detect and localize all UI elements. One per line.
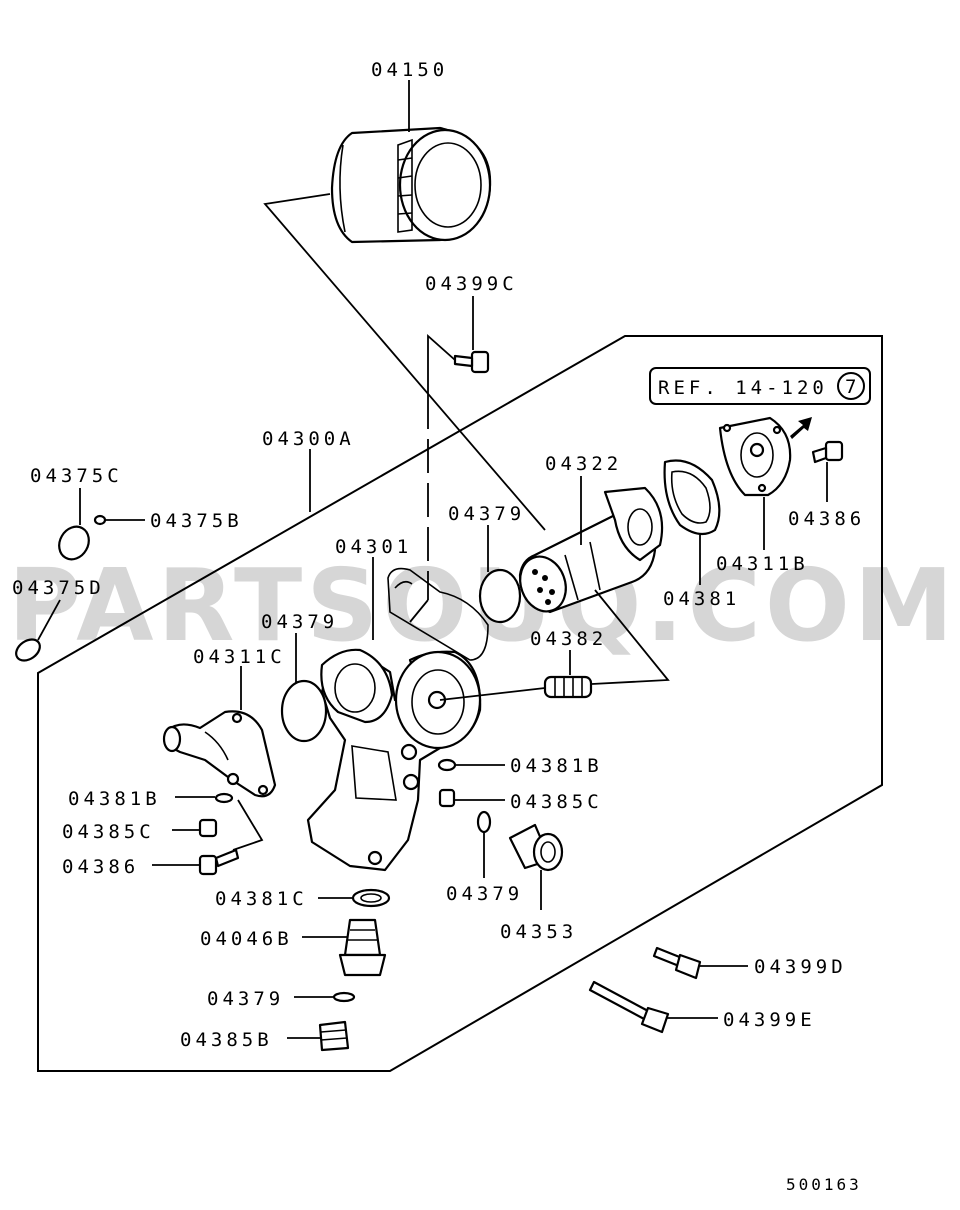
label-04399E: 04399E: [723, 1009, 816, 1031]
label-04382: 04382: [530, 628, 607, 650]
label-04150: 04150: [371, 59, 448, 81]
label-04385B: 04385B: [180, 1029, 273, 1051]
bolt-icon[interactable]: [811, 440, 844, 464]
ref-circle-num: 7: [845, 376, 856, 398]
label-04385C-left: 04385C: [62, 821, 155, 843]
bolt-icon[interactable]: [198, 848, 240, 876]
assembly-frame: [37, 335, 883, 1072]
label-04381B-right: 04381B: [510, 755, 603, 777]
label-04375B: 04375B: [150, 510, 243, 532]
label-04379-b: 04379: [448, 503, 525, 525]
o-ring-icon: [58, 525, 90, 561]
washer-icon: [351, 888, 391, 908]
label-04399D: 04399D: [754, 956, 847, 978]
fitting-icon[interactable]: [543, 675, 593, 699]
label-04399C: 04399C: [425, 273, 518, 295]
diagram-code: 500163: [786, 1175, 862, 1194]
label-04381B-left: 04381B: [68, 788, 161, 810]
label-04353: 04353: [500, 921, 577, 943]
union-bolt-icon[interactable]: [508, 823, 564, 872]
bolt-icon[interactable]: [588, 980, 670, 1034]
label-04311B: 04311B: [716, 553, 809, 575]
o-ring-icon: [15, 638, 41, 662]
label-04375D: 04375D: [12, 577, 105, 599]
o-ring-icon: [280, 679, 328, 743]
bolt-icon[interactable]: [453, 350, 490, 374]
label-04385C-right: 04385C: [510, 791, 603, 813]
oil-filter-element-icon[interactable]: [513, 486, 664, 618]
label-04300A: 04300A: [262, 428, 355, 450]
label-04386-b: 04386: [62, 856, 139, 878]
gasket-icon[interactable]: [663, 459, 721, 536]
bracket-icon[interactable]: [162, 710, 277, 798]
label-04046B: 04046B: [200, 928, 293, 950]
oil-cooler-icon[interactable]: [306, 567, 489, 872]
label-04311C: 04311C: [193, 646, 286, 668]
label-04301: 04301: [335, 536, 412, 558]
ref-text: REF. 14-120: [658, 377, 828, 399]
arrow-icon: [790, 417, 812, 439]
o-ring-icon: [332, 991, 356, 1003]
plug-icon[interactable]: [198, 818, 218, 838]
reference-box[interactable]: REF. 14-120 7: [649, 367, 871, 405]
plug-icon[interactable]: [318, 1020, 350, 1052]
cover-plate-icon[interactable]: [718, 416, 792, 497]
washer-icon: [437, 758, 457, 772]
bolt-icon[interactable]: [652, 946, 702, 980]
label-04379-a: 04379: [261, 611, 338, 633]
drain-fitting-icon[interactable]: [338, 918, 387, 977]
label-04379-d: 04379: [207, 988, 284, 1010]
washer-icon: [214, 792, 234, 804]
label-04381C: 04381C: [215, 888, 308, 910]
label-04375C: 04375C: [30, 465, 123, 487]
label-04381: 04381: [663, 588, 740, 610]
oil-filter-icon[interactable]: [330, 126, 492, 244]
o-ring-icon: [478, 568, 522, 624]
label-04322: 04322: [545, 453, 622, 475]
label-04386-a: 04386: [788, 508, 865, 530]
plug-icon[interactable]: [438, 788, 456, 808]
o-ring-icon: [93, 514, 107, 526]
label-04379-c: 04379: [446, 883, 523, 905]
o-ring-icon: [476, 810, 492, 834]
